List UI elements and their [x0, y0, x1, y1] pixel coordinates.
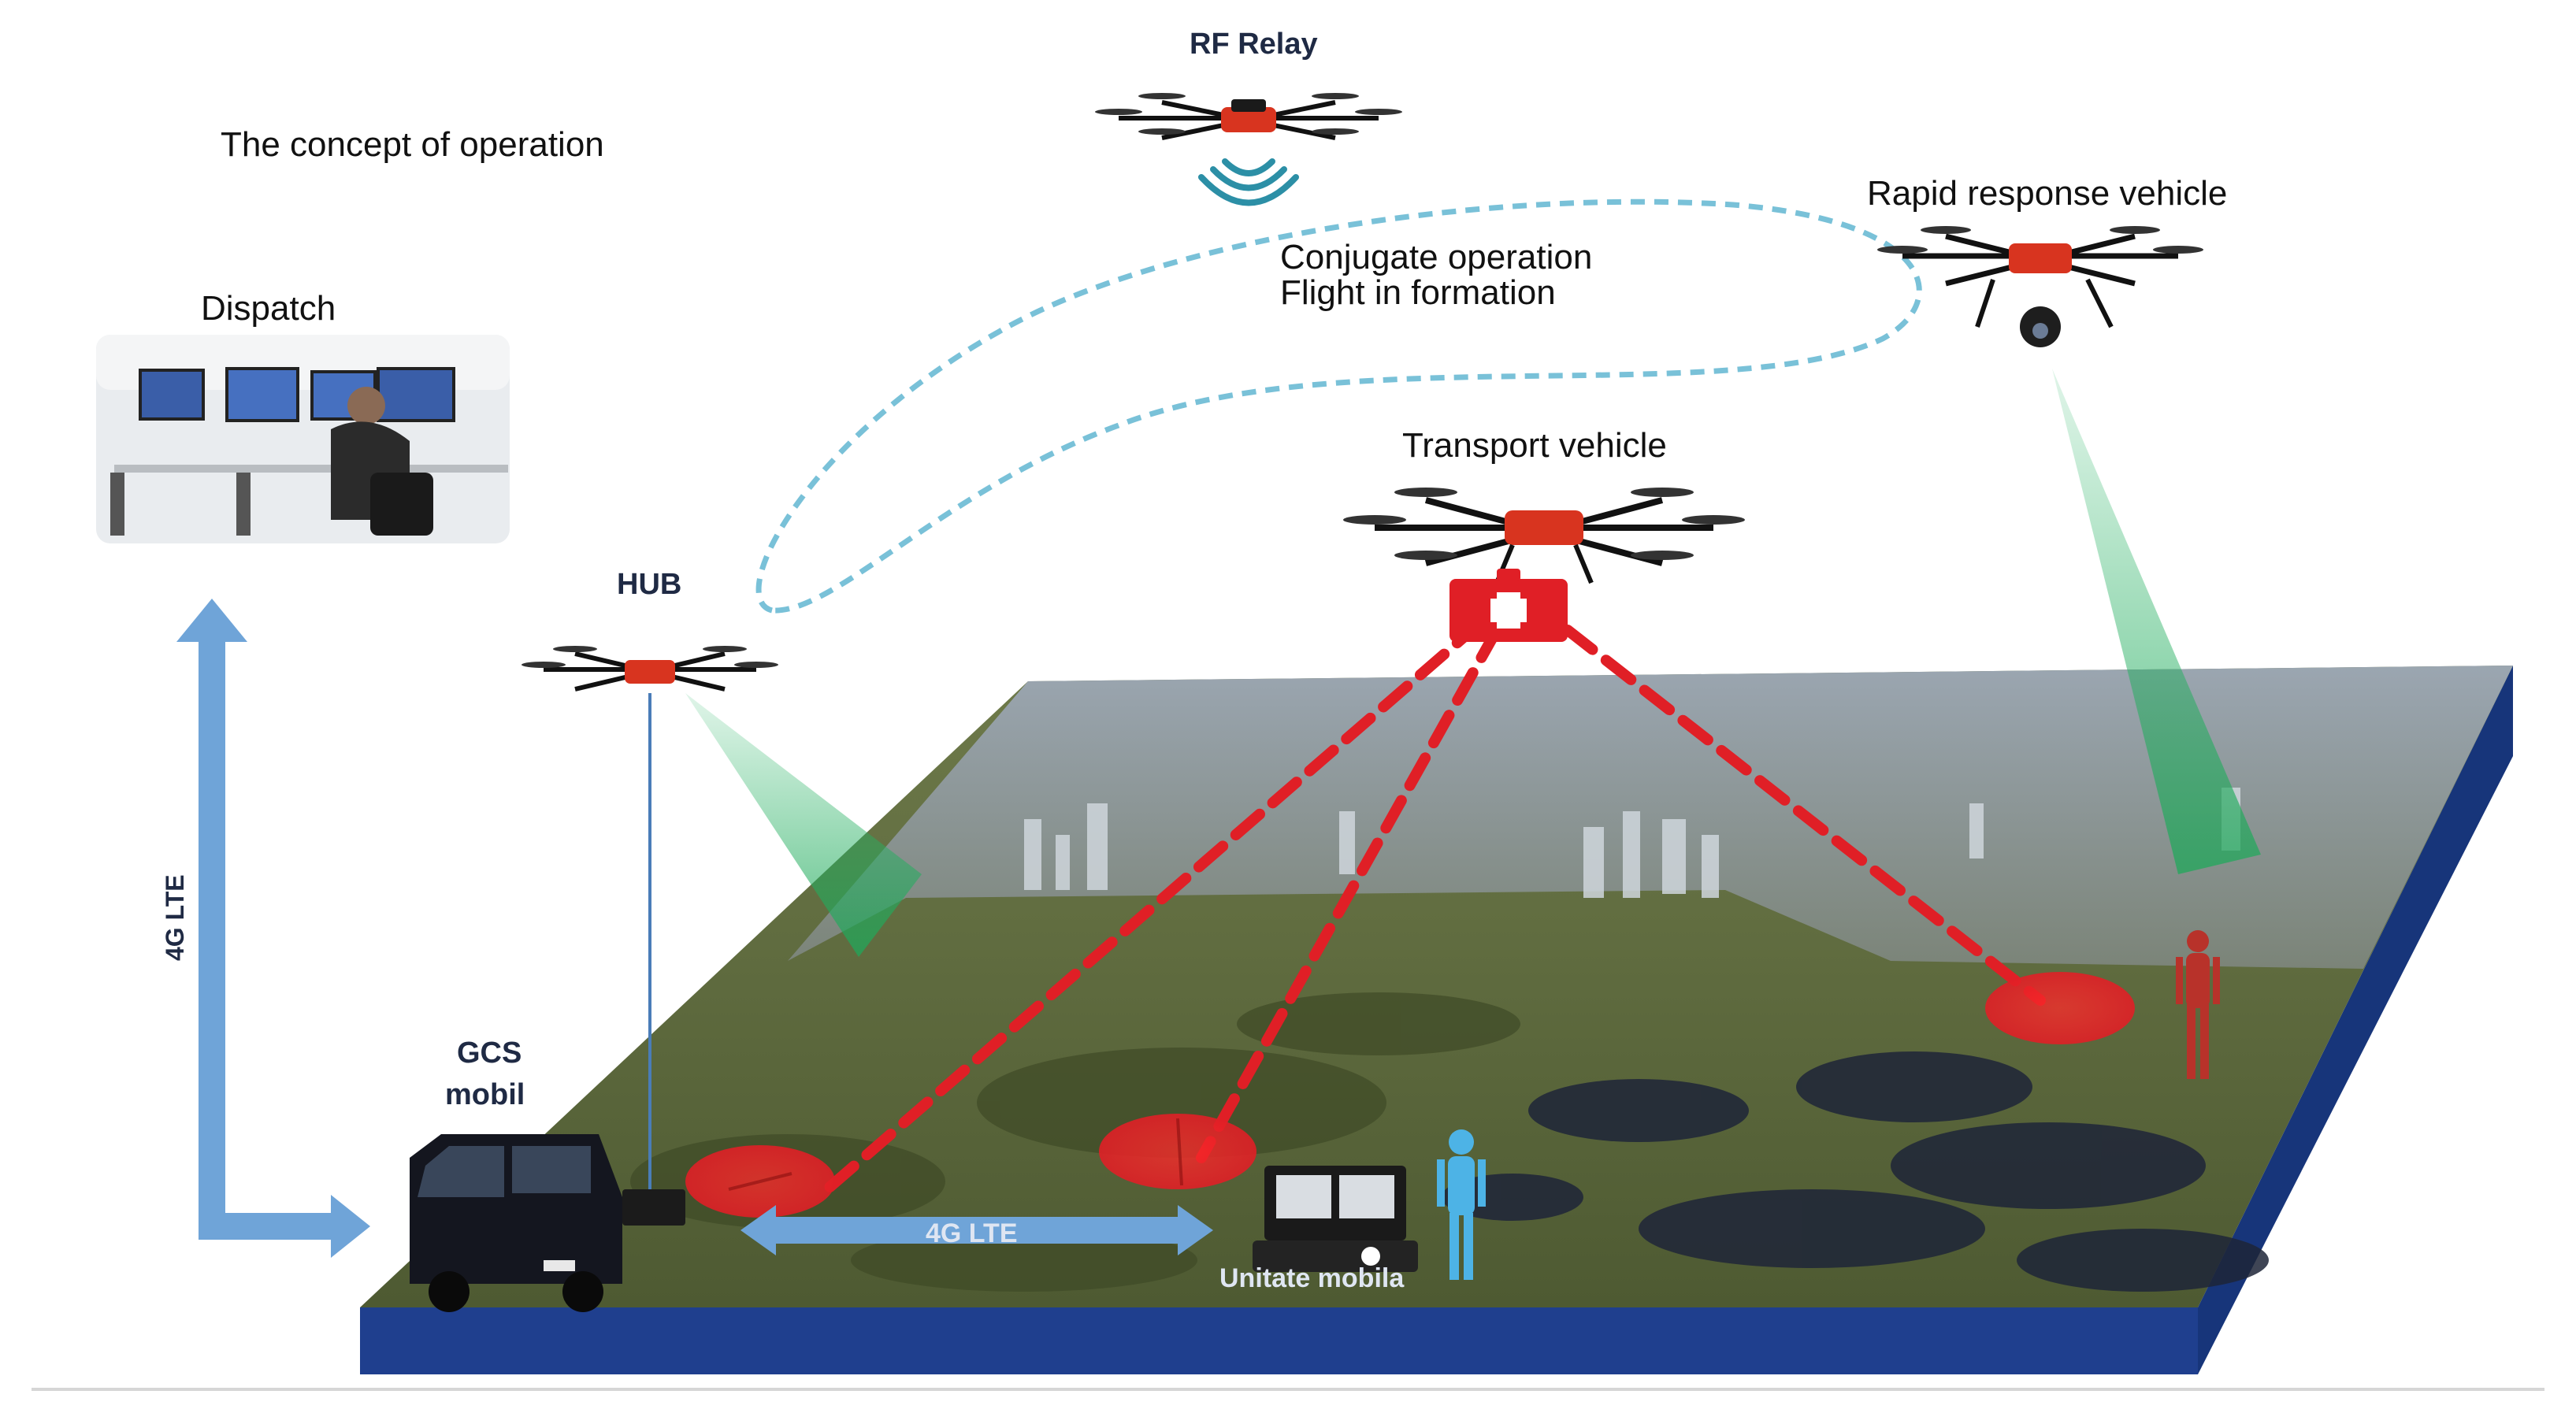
hub-sensor-beam	[685, 693, 922, 957]
conjugate-operation-label: Conjugate operation	[1280, 238, 1593, 276]
lte-horizontal-label: 4G LTE	[926, 1218, 1018, 1248]
lte-vertical-label: 4G LTE	[161, 874, 189, 961]
rapid-response-label: Rapid response vehicle	[1867, 174, 2228, 213]
drone-icon	[522, 646, 778, 692]
lte-horizontal-arrow	[741, 1205, 1213, 1255]
gcs-label: GCS	[457, 1036, 522, 1070]
platform-front-side	[360, 1307, 2198, 1374]
monitor-icon	[225, 367, 299, 422]
drone-icon	[1095, 93, 1402, 140]
victim-person-icon	[2176, 930, 2220, 1079]
monitor-icon	[377, 367, 455, 422]
formation-path	[755, 198, 1922, 614]
target-zone-3	[1985, 972, 2135, 1044]
lte-uplink-arrow	[176, 599, 370, 1258]
first-aid-box-icon	[1449, 569, 1568, 642]
transport-vehicle-label: Transport vehicle	[1402, 426, 1667, 465]
rf-relay-label: RF Relay	[1190, 28, 1318, 61]
laptop-case-icon	[1253, 1166, 1418, 1272]
delivery-routes	[822, 617, 2046, 1195]
drone-icon	[1877, 226, 2203, 347]
platform-right-side	[2198, 666, 2513, 1374]
target-zone-marks	[728, 1118, 1183, 1191]
rapid-response-sensor-beam	[2052, 369, 2261, 874]
terrain-ponds	[1442, 1051, 2269, 1292]
wifi-signal-icon	[1198, 158, 1299, 206]
city-area	[788, 666, 2513, 969]
dispatch-room-image	[96, 335, 510, 543]
hub-ground-station	[622, 1189, 685, 1226]
mobile-unit-label: Unitate mobila	[1219, 1263, 1405, 1293]
target-zone-2	[1099, 1114, 1256, 1189]
drone-icon	[1343, 488, 1745, 584]
hub-label: HUB	[617, 568, 682, 601]
bottom-divider	[32, 1388, 2544, 1391]
diagram-title: The concept of operation	[221, 125, 604, 164]
flight-formation-label: Flight in formation	[1280, 273, 1556, 312]
dispatch-label: Dispatch	[201, 289, 336, 328]
monitor-icon	[139, 369, 205, 421]
person-icon	[1437, 1129, 1486, 1280]
van-icon	[410, 1134, 622, 1312]
gcs-mobil-label: mobil	[445, 1078, 525, 1111]
